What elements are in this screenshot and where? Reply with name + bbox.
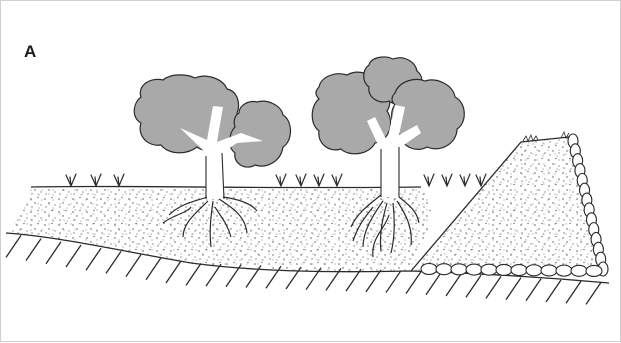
hatch-line [206, 264, 221, 286]
hatch-line [506, 278, 521, 300]
hatch-line [46, 242, 61, 264]
wall-stone [436, 264, 452, 275]
hatch-line [86, 248, 101, 270]
wall-stone [586, 265, 602, 276]
grass-tuft [91, 174, 101, 186]
grass-tuft [276, 174, 286, 186]
hatch-line [26, 239, 41, 261]
wall-stone [421, 264, 437, 275]
grass-tuft [66, 174, 76, 186]
hatch-line [566, 281, 581, 303]
grass-tuft [442, 174, 452, 186]
wall-stone [526, 265, 542, 276]
wall-stone [466, 264, 482, 275]
hatch-line [186, 263, 201, 285]
stippled-soil-layer [11, 186, 431, 271]
wall-stone [481, 264, 497, 275]
wall-stone [496, 264, 512, 275]
grass-tuft [424, 174, 434, 186]
grass-tuft [114, 174, 124, 186]
hatch-line [106, 251, 121, 273]
wall-stone [556, 265, 572, 276]
hatch-line [446, 274, 461, 296]
grass-tuft [296, 174, 306, 186]
hatch-line [466, 275, 481, 297]
hatch-line [6, 235, 21, 257]
grass-tuft [332, 174, 342, 186]
grass-tufts [66, 174, 486, 186]
hatch-line [586, 282, 601, 304]
grass-tuft [460, 174, 470, 186]
hatch-line [66, 245, 81, 267]
grass-tuft [314, 174, 324, 186]
wall-stone [511, 265, 527, 276]
hatch-line [346, 269, 361, 291]
hatch-line [166, 261, 181, 283]
hatch-line [546, 280, 561, 302]
hatch-line [526, 279, 541, 301]
wall-stone [451, 264, 467, 275]
hatch-line [486, 276, 501, 298]
hatch-line [426, 273, 441, 295]
hatch-line [406, 272, 421, 294]
hatch-line [366, 270, 381, 292]
hatch-line [126, 255, 141, 277]
hatch-line [146, 258, 161, 280]
wall-stone [541, 265, 557, 276]
wall-stone [571, 265, 587, 276]
hatch-line [386, 271, 401, 293]
